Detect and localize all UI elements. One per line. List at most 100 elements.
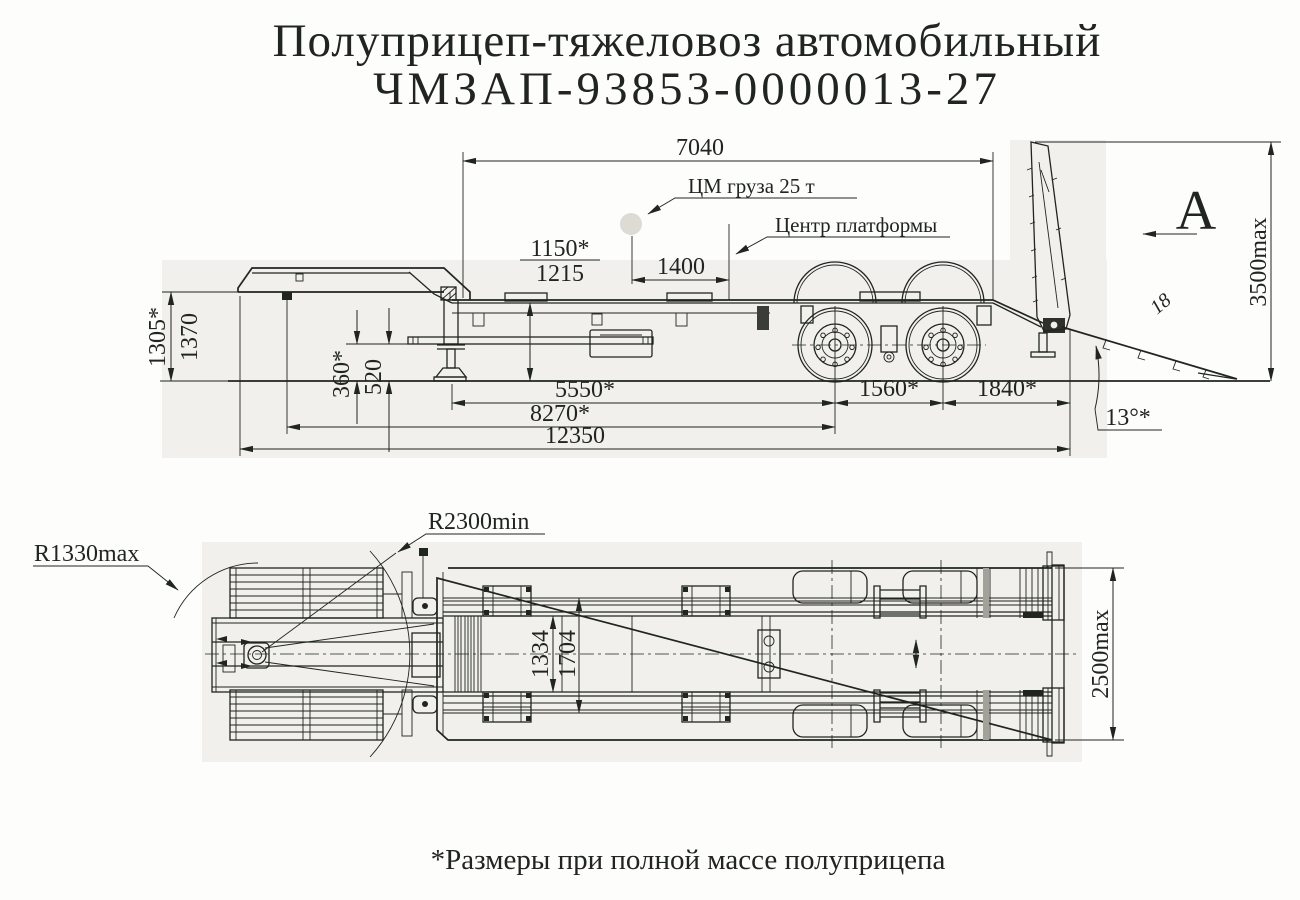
toolbox — [589, 329, 653, 358]
radius-min-arc — [369, 550, 411, 758]
kingpin-icon — [247, 645, 267, 665]
dim-clearance-laden: 360* — [329, 350, 355, 398]
side-beam-caps — [412, 337, 649, 344]
rail-lines — [443, 597, 1052, 714]
dim-cg-offset: 1400 — [657, 254, 705, 280]
dim-front-height-laden: 1305* — [145, 307, 171, 367]
dim-deck-height-laden: 1150* — [530, 236, 589, 262]
dim-base-legs-axle: 5550* — [555, 377, 615, 403]
board-bottom-stripes — [230, 690, 383, 740]
tires-plan — [792, 570, 978, 738]
landing-legs — [433, 299, 468, 382]
neck-step-links — [383, 593, 402, 715]
scan-tint-side — [162, 260, 1107, 458]
rear-jack-foot — [1030, 351, 1056, 358]
frame-tab-1 — [472, 312, 485, 327]
crossmembers — [561, 616, 771, 692]
ramp-lowered — [1061, 326, 1238, 380]
kingpin-plate — [243, 642, 270, 669]
ramp-pins — [1046, 551, 1053, 757]
rear-end — [992, 141, 1238, 380]
dim-turn-radius-min: R2300min — [428, 509, 529, 535]
equalizer-pin — [883, 351, 895, 363]
board-bottom — [229, 689, 384, 741]
pad-details — [483, 586, 730, 722]
crank-gearbox-bottom — [412, 695, 438, 714]
kingpin-pin — [252, 650, 262, 660]
ramp-cleats — [1102, 339, 1210, 380]
ramp-item-number: 18 — [1146, 289, 1175, 319]
load-pads-plan — [482, 585, 731, 723]
tire-1-bottom — [792, 704, 868, 738]
radius-min-ray — [261, 552, 397, 653]
fender-lines — [443, 604, 1052, 704]
tire-1-top — [792, 570, 868, 604]
crank-pin-bottom — [422, 701, 428, 707]
equalizer-pin-center — [886, 354, 892, 360]
spring-hanger-3 — [976, 305, 992, 326]
neck-step-bottom — [401, 689, 413, 737]
cg-load-label: ЦМ груза 25 т — [688, 174, 815, 198]
dim-platform-length: 7040 — [676, 135, 724, 161]
top-view: R1330max R2300min 1334 1704 2500max — [33, 509, 1124, 762]
fender-arch-1 — [793, 261, 877, 304]
scan-tint-ramp — [1010, 140, 1106, 262]
deck-pad-1 — [504, 292, 548, 302]
gooseneck-side — [237, 267, 471, 304]
rear-crossbar — [1051, 564, 1065, 744]
well-equalizer — [757, 629, 920, 679]
crank-gearbox-top — [412, 597, 438, 616]
deck-pad-2 — [666, 292, 713, 302]
hinge-mark-top — [1023, 612, 1043, 618]
crank-handle — [419, 548, 428, 556]
dim-rear-overhang: 1840* — [977, 376, 1037, 402]
ramp-end-block-top — [1042, 565, 1065, 621]
platform-center-label: Центр платформы — [775, 213, 937, 237]
side-view: 7040 ЦМ груза 25 т Центр платформы 1400 … — [145, 135, 1281, 458]
ramp-band-bottom — [983, 690, 989, 740]
ramp-raised-lugs — [1026, 167, 1067, 303]
fender-arch-2 — [901, 261, 985, 304]
front-hook — [295, 273, 304, 282]
platform-plan — [436, 564, 1065, 744]
rear-slope-bottom — [992, 302, 1042, 328]
dim-well-width: 1334 — [528, 630, 554, 678]
ramp-angle-arc — [1094, 345, 1102, 410]
board-top-stripes — [230, 568, 383, 618]
fender-arch-2-inner — [904, 264, 982, 304]
frame-tab-2 — [591, 313, 603, 326]
suspension-plan — [873, 585, 927, 723]
well-edges — [443, 611, 1052, 697]
ramp-hinge-pin — [1050, 321, 1058, 329]
equalizer-hook-bottom — [763, 661, 775, 673]
landing-gear-crank — [412, 548, 438, 714]
front-boards — [229, 567, 384, 741]
equalizer-hook-top — [763, 635, 775, 647]
gooseneck-swan-curve — [408, 271, 453, 304]
fender-arch-1-inner — [796, 264, 874, 304]
cg-symbol — [620, 213, 642, 235]
dim-turn-radius-max: R1330max — [34, 541, 139, 567]
dim-width-max: 2500max — [1088, 609, 1114, 698]
side-view-dimensions: 7040 ЦМ груза 25 т Центр платформы 1400 … — [145, 135, 1281, 456]
radius-max-arc — [173, 562, 259, 619]
neck-rear-wall — [411, 632, 441, 678]
dim-axle-spacing: 1560* — [859, 376, 919, 402]
platform-center-leader — [735, 236, 950, 255]
ramp-raised-inner — [1038, 161, 1059, 309]
radius-min-leader — [397, 533, 545, 553]
deck-pad-3 — [859, 291, 921, 302]
dim-height-max: 3500max — [1246, 217, 1272, 306]
tie-marks — [216, 636, 252, 669]
toolbox-body — [589, 329, 653, 358]
dim-front-height-empty: 1370 — [177, 313, 203, 361]
dim-clearance-empty: 520 — [361, 359, 387, 395]
frame-tab-3 — [675, 312, 688, 327]
board-top — [229, 567, 384, 619]
dim-overall-length: 12350 — [545, 423, 605, 449]
gooseneck-frame-inner — [212, 618, 443, 692]
ramp-band-top — [983, 568, 989, 618]
radius-max-leader — [33, 565, 179, 591]
